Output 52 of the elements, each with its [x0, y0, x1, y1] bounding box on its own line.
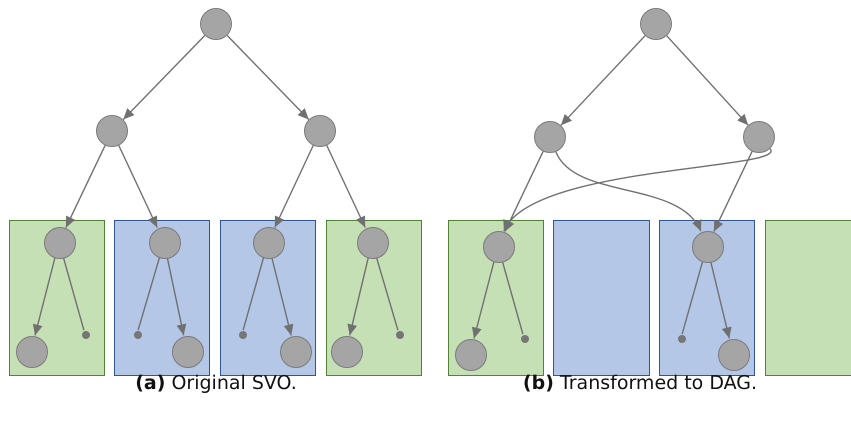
- circle-node: [692, 231, 724, 263]
- group-box: [765, 220, 851, 376]
- arrow: [65, 145, 106, 228]
- arrow: [118, 145, 158, 228]
- dot-node: [521, 335, 529, 343]
- dot-node: [678, 335, 686, 343]
- dot-node: [396, 331, 404, 339]
- circle-node: [743, 121, 775, 153]
- caption: (b) Transformed to DAG.: [522, 372, 758, 394]
- arrow: [560, 35, 646, 126]
- dot-node: [134, 331, 142, 339]
- circle-node: [253, 227, 285, 259]
- circle-node: [96, 115, 128, 147]
- arrow: [666, 35, 749, 126]
- circle-node: [357, 227, 389, 259]
- dot-node: [82, 331, 90, 339]
- arrow: [326, 145, 366, 228]
- circle-node: [172, 336, 204, 368]
- dot-node: [239, 331, 247, 339]
- arrow: [32, 257, 56, 336]
- circle-node: [331, 336, 363, 368]
- group-box: [659, 220, 755, 376]
- circle-node: [16, 336, 48, 368]
- arrow: [713, 151, 753, 232]
- circle-node: [44, 227, 76, 259]
- group-box: [220, 220, 316, 376]
- group-box: [553, 220, 650, 376]
- circle-node: [534, 121, 566, 153]
- arrow: [503, 148, 771, 232]
- circle-node: [149, 227, 181, 259]
- circle-node: [200, 8, 232, 40]
- arrow: [271, 257, 294, 336]
- group-box: [448, 220, 544, 376]
- arrow: [555, 152, 702, 232]
- arrow: [472, 261, 495, 339]
- circle-node: [483, 231, 515, 263]
- arrow: [274, 145, 314, 228]
- circle-node: [280, 336, 312, 368]
- caption: (a) Original SVO.: [135, 372, 297, 394]
- arrow: [710, 261, 732, 339]
- group-box: [326, 220, 422, 376]
- arrow: [122, 35, 206, 120]
- group-box: [9, 220, 105, 376]
- arrow: [347, 257, 369, 336]
- circle-node: [304, 115, 336, 147]
- arrow: [504, 151, 544, 232]
- group-box: [114, 220, 210, 376]
- circle-node: [455, 339, 487, 371]
- arrow: [166, 258, 186, 336]
- circle-node: [640, 8, 672, 40]
- circle-node: [718, 339, 750, 371]
- arrow: [226, 35, 310, 120]
